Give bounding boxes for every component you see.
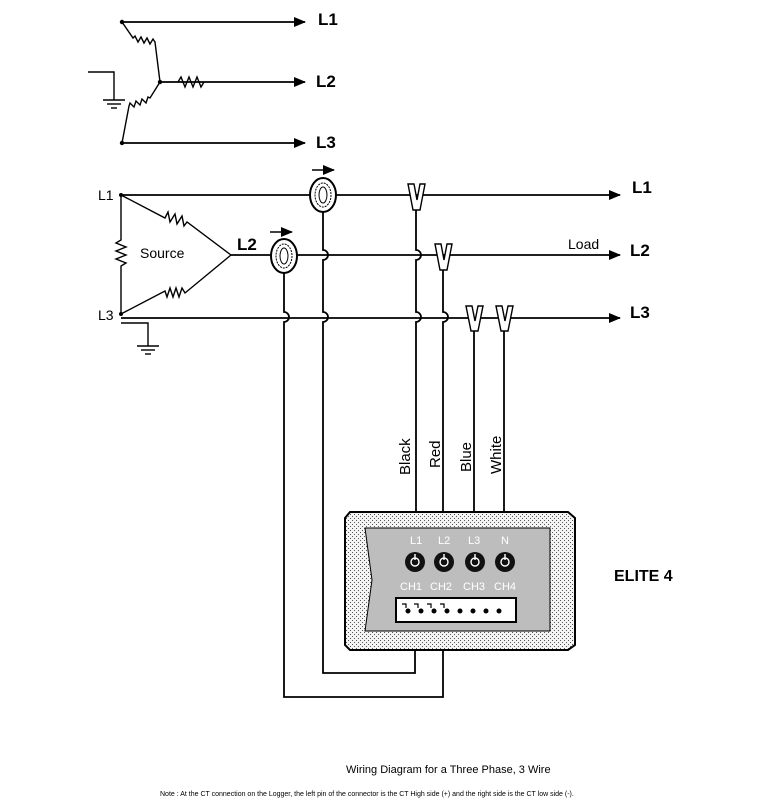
wire-red-label: Red (427, 440, 444, 468)
resistor-icon (121, 21, 161, 83)
source-l2-label: L2 (237, 235, 257, 254)
source-label: Source (140, 245, 185, 261)
voltage-clip-icon (495, 305, 514, 332)
ct-leads (283, 212, 444, 698)
voltage-leads (415, 210, 505, 540)
connector-jack-icon (405, 552, 425, 572)
source-l3-label: L3 (98, 307, 114, 323)
wire-white-label: White (488, 436, 505, 474)
resistor-icon (114, 195, 128, 314)
connector-jack-icon (465, 552, 485, 572)
voltage-clip-icon (465, 305, 484, 332)
connector-jack-icon (495, 552, 515, 572)
voltage-clip-icon (434, 243, 453, 271)
wire-blue-label: Blue (458, 442, 475, 472)
voltage-clip-icon (407, 183, 426, 211)
top-wye-section: L1 L2 L3 (88, 10, 338, 152)
top-l3-label: L3 (316, 133, 336, 152)
ct-connector-strip (395, 597, 517, 623)
ground-icon (88, 71, 125, 109)
channel-ch4-label: CH4 (494, 581, 516, 593)
load-l1-label: L1 (632, 178, 652, 197)
logger-name: ELITE 4 (614, 568, 673, 585)
current-transformer-icon (270, 227, 298, 274)
connector-jack-icon (434, 552, 454, 572)
input-l2-label: L2 (438, 535, 450, 547)
load-l3-label: L3 (630, 303, 650, 322)
input-n-label: N (501, 535, 509, 547)
resistor-icon (120, 194, 232, 256)
input-l3-label: L3 (468, 535, 480, 547)
wire-black-label: Black (397, 438, 414, 475)
resistor-icon (120, 254, 232, 315)
resistor-icon (177, 75, 205, 89)
load-l2-label: L2 (630, 241, 650, 260)
top-l2-label: L2 (316, 72, 336, 91)
source-l1-label: L1 (98, 187, 114, 203)
phase-lines: L1 L2 L3 Load (121, 178, 652, 323)
logger-device: L1 L2 L3 N CH1 CH2 CH3 CH4 (344, 511, 576, 651)
top-l1-label: L1 (318, 10, 338, 29)
channel-ch1-label: CH1 (400, 581, 422, 593)
diagram-caption: Wiring Diagram for a Three Phase, 3 Wire (346, 764, 551, 776)
ground-icon (121, 322, 159, 355)
load-label: Load (568, 236, 599, 252)
channel-ch3-label: CH3 (463, 581, 485, 593)
channel-ch2-label: CH2 (430, 581, 452, 593)
current-transformer-icon (309, 165, 337, 213)
resistor-icon (121, 81, 161, 144)
input-l1-label: L1 (410, 535, 422, 547)
diagram-note: Note : At the CT connection on the Logge… (160, 791, 574, 798)
delta-source-section: L1 L3 Source L2 (98, 187, 257, 355)
